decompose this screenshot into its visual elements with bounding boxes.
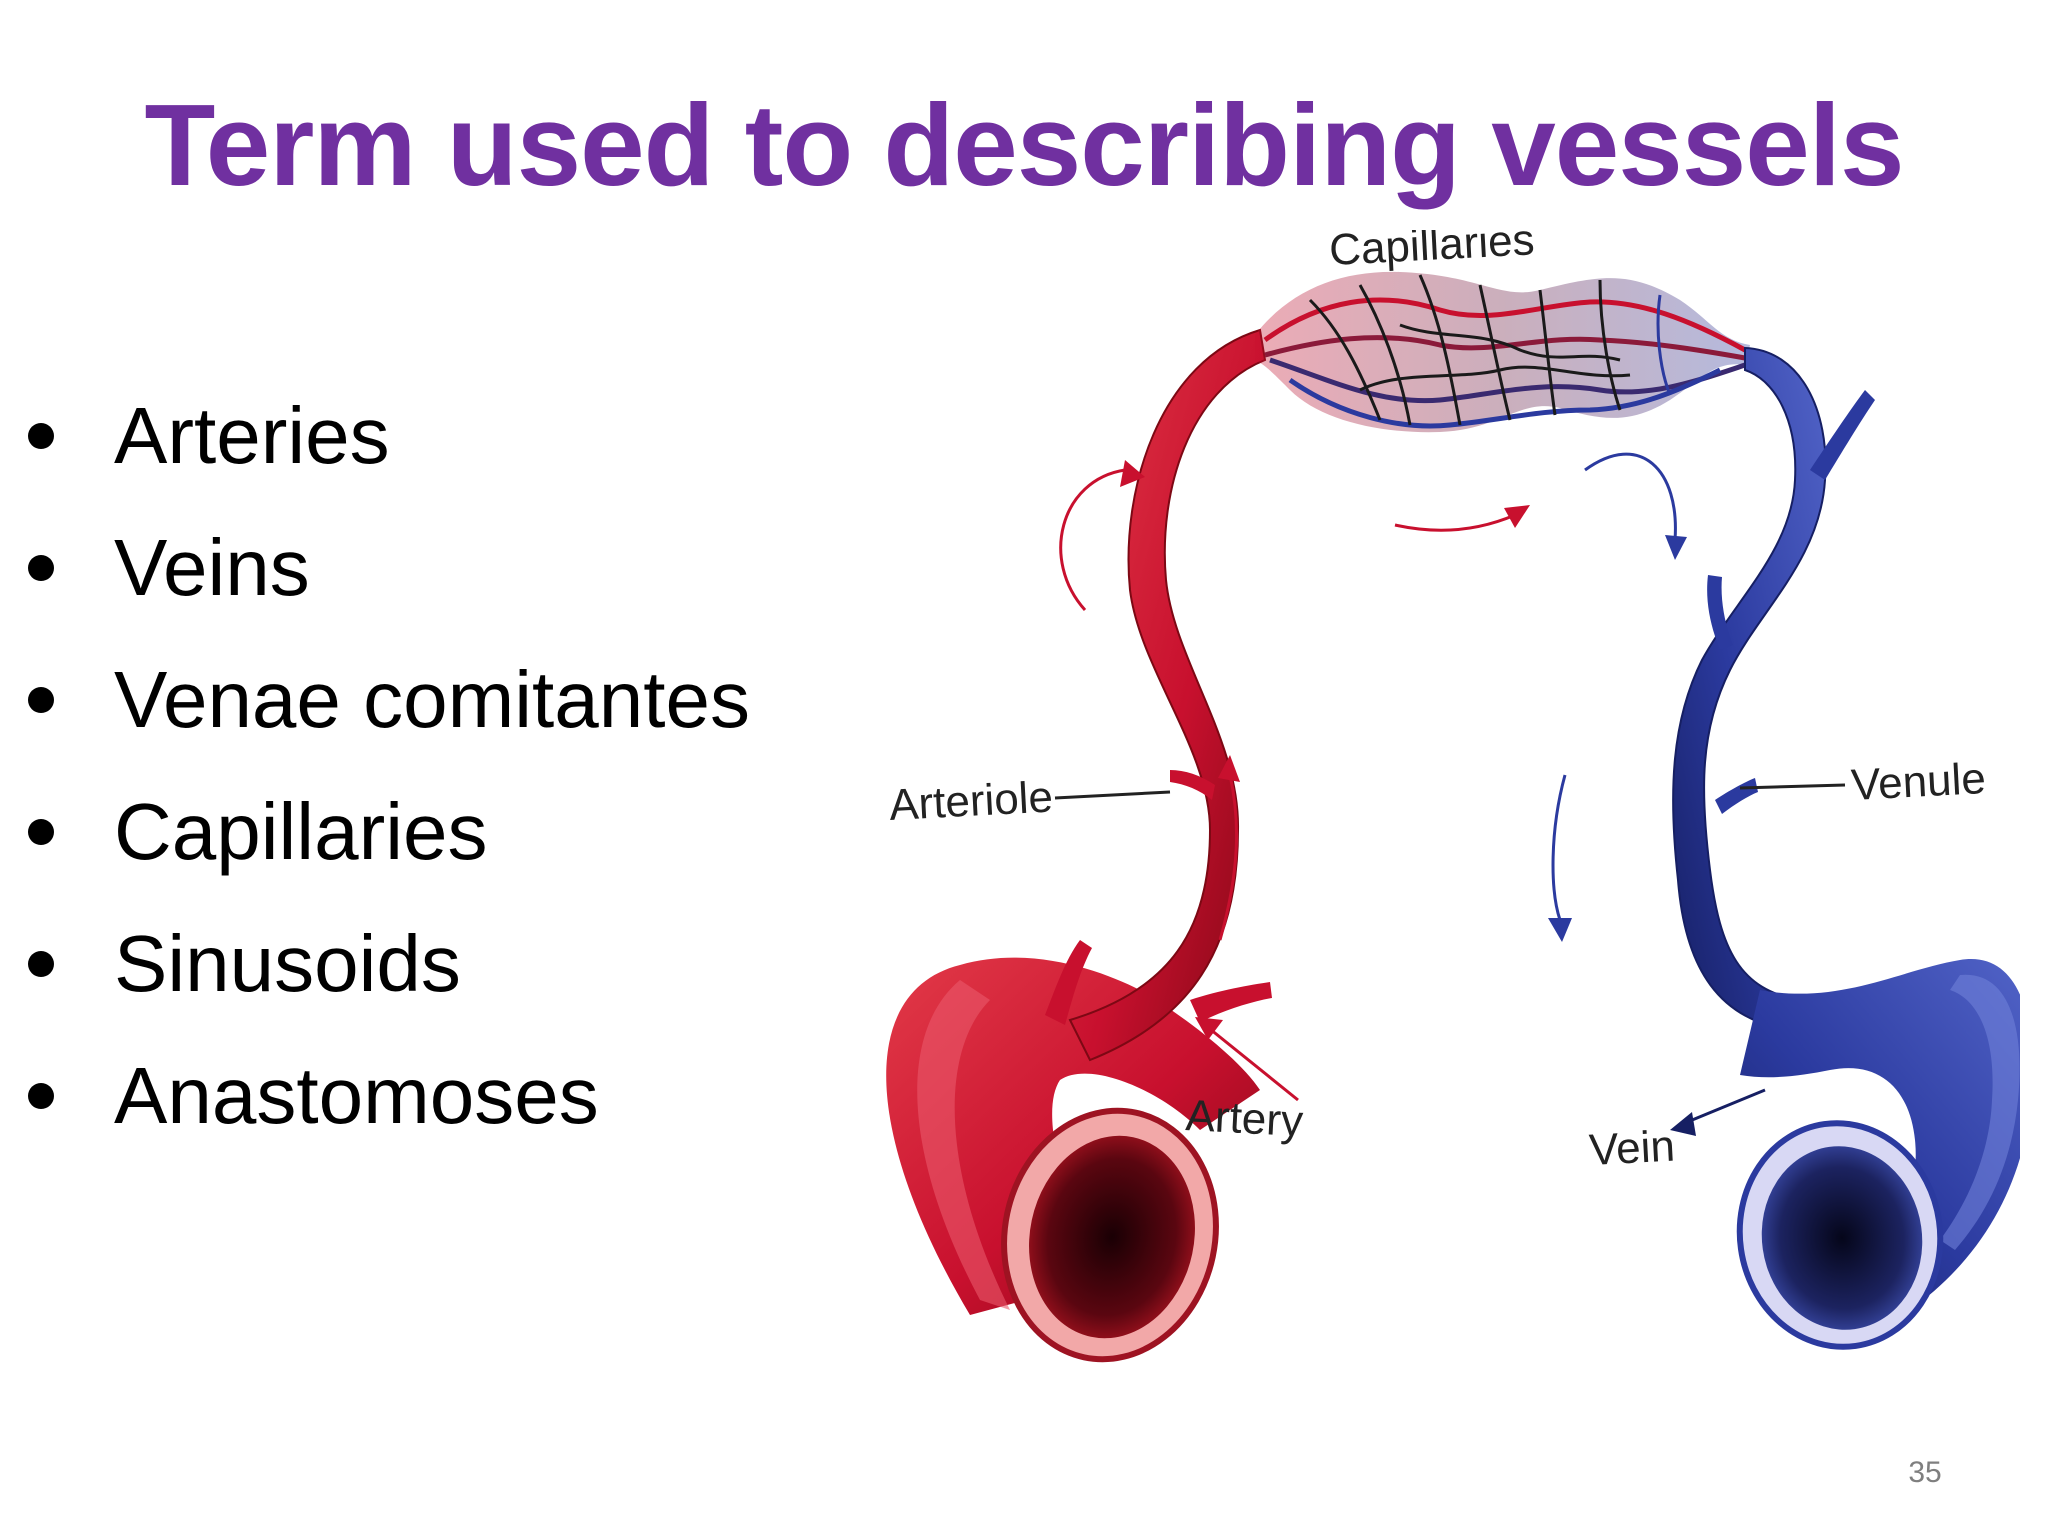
capillary-bed-outline: [1255, 271, 1750, 433]
bullet-dot-icon: [28, 819, 54, 845]
flow-arrow-icon: [1584, 452, 1677, 541]
capillary-mesh: [1263, 274, 1747, 429]
label-venule: Venule: [1850, 754, 1987, 810]
arrowhead-icon: [1504, 505, 1530, 528]
flow-arrow-icon: [1218, 774, 1239, 941]
vein-lumen: [1761, 1146, 1923, 1330]
arrowhead-icon: [1195, 1017, 1223, 1040]
flow-arrow-icon: [1204, 1023, 1299, 1102]
vein-body: [1740, 959, 2020, 1310]
venule-side-branch: [1715, 778, 1758, 814]
arteriole-side-branch: [1045, 940, 1092, 1025]
bullet-text: Arteries: [114, 391, 390, 480]
flow-arrow-icon: [1551, 774, 1567, 921]
arrowhead-icon: [1218, 755, 1240, 782]
bullet-text: Sinusoids: [114, 919, 461, 1008]
bullet-item: Anastomoses: [20, 1030, 750, 1162]
slide-title: Term used to describing vessels: [144, 80, 1904, 210]
bullet-item: Capillaries: [20, 766, 750, 898]
label-artery: Artery: [1184, 1091, 1304, 1146]
flow-arrow-icon: [1679, 1088, 1766, 1127]
bullet-list: Arteries Veins Venae comitantes Capillar…: [20, 370, 750, 1162]
bullet-text: Veins: [114, 523, 310, 612]
bullet-item: Sinusoids: [20, 898, 750, 1030]
bullet-item: Veins: [20, 502, 750, 634]
artery-body: [886, 957, 1260, 1315]
bullet-dot-icon: [28, 951, 54, 977]
flow-arrowheads: [1120, 460, 1696, 1136]
arrowhead-icon: [1548, 918, 1572, 942]
bullet-dot-icon: [28, 687, 54, 713]
arteriole-side-branch: [1170, 770, 1215, 800]
arrowhead-icon: [1120, 460, 1145, 487]
venule-vessel: [1672, 346, 1827, 1032]
flow-arrow-icon: [1394, 513, 1516, 532]
leader-line-venule: [1739, 783, 1846, 790]
label-capillaries: Capillaries: [1328, 230, 1536, 275]
bullet-dot-icon: [28, 423, 54, 449]
bullet-dot-icon: [28, 555, 54, 581]
venule-side-branch: [1707, 575, 1733, 650]
bullet-text: Anastomoses: [114, 1051, 599, 1140]
artery-shadow: [917, 980, 1010, 1310]
bullet-dot-icon: [28, 1083, 54, 1109]
label-vein: Vein: [1588, 1122, 1676, 1175]
blood-vessel-diagram: Capillaries Arteriole Venule Artery Vein: [886, 230, 2020, 1363]
vein-highlight: [1940, 974, 2020, 1250]
arteriole-side-branch: [1190, 982, 1272, 1022]
leader-line-arteriole: [1054, 790, 1171, 800]
bullet-text: Capillaries: [114, 787, 488, 876]
label-arteriole: Arteriole: [888, 772, 1054, 830]
bullet-text: Venae comitantes: [114, 655, 750, 744]
flow-arrow-icon: [1059, 468, 1126, 612]
arrowhead-icon: [1665, 535, 1687, 560]
arteriole-vessel: [1068, 328, 1267, 1062]
venule-side-branch: [1810, 390, 1875, 480]
arrowhead-icon: [1670, 1112, 1696, 1136]
bullet-item: Venae comitantes: [20, 634, 750, 766]
page-number: 35: [1908, 1456, 1942, 1489]
flow-arrows: [1059, 452, 1766, 1127]
bullet-item: Arteries: [20, 370, 750, 502]
artery-lumen: [1029, 1135, 1195, 1339]
